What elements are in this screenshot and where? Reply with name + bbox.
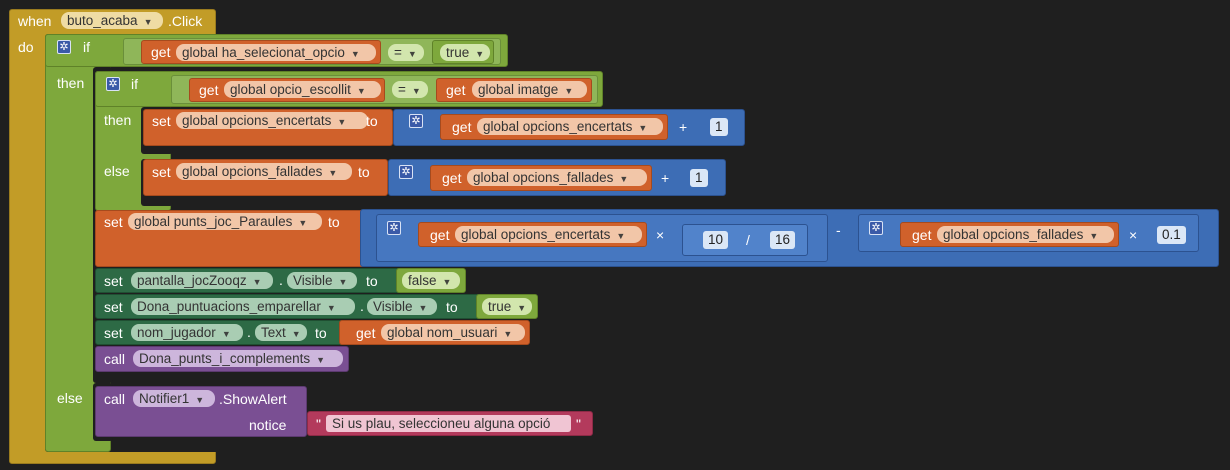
var-dropdown-get-encertats[interactable]: global opcions_encertats▼ xyxy=(455,226,642,243)
var-dropdown-get-encertats[interactable]: global opcions_encertats▼ xyxy=(477,118,663,135)
mutator-gear-icon[interactable]: ✲ xyxy=(869,221,883,235)
call-label: call xyxy=(104,351,126,367)
number-input-1[interactable]: 1 xyxy=(690,169,708,187)
operator-dropdown-eq[interactable]: =▼ xyxy=(392,81,428,98)
property-dropdown-visible[interactable]: Visible▼ xyxy=(367,298,437,315)
divide-operator: / xyxy=(746,232,750,248)
method-label: .ShowAlert xyxy=(219,391,287,407)
quote-close: " xyxy=(576,416,581,432)
to-label: to xyxy=(358,164,370,180)
component-dropdown-dona-puntuacions[interactable]: Dona_puntuacions_emparellar▼ xyxy=(131,298,355,315)
component-dropdown-pantalla[interactable]: pantalla_jocZooqz▼ xyxy=(131,272,273,289)
number-input-1[interactable]: 1 xyxy=(710,118,728,136)
if-label-outer: if xyxy=(83,39,90,55)
set-label: set xyxy=(152,164,171,180)
mutator-gear-icon[interactable]: ✲ xyxy=(409,114,423,128)
multiply-operator: × xyxy=(1129,227,1138,243)
get-label: get xyxy=(446,82,466,98)
get-label: get xyxy=(452,119,472,135)
boolean-dropdown-true[interactable]: true▼ xyxy=(440,44,490,61)
var-dropdown-punts-joc-paraules[interactable]: global punts_joc_Paraules▼ xyxy=(128,213,322,230)
var-dropdown-imatge[interactable]: global imatge▼ xyxy=(472,81,587,98)
component-dropdown-nom-jugador[interactable]: nom_jugador▼ xyxy=(131,324,243,341)
get-label: get xyxy=(199,82,219,98)
else-label-outer: else xyxy=(57,390,83,406)
get-label: get xyxy=(430,227,450,243)
operator-dropdown-eq[interactable]: =▼ xyxy=(388,44,424,61)
var-dropdown-nom-usuari[interactable]: global nom_usuari▼ xyxy=(381,324,525,341)
get-label: get xyxy=(356,325,376,341)
var-dropdown-opcio-escollit[interactable]: global opcio_escollit▼ xyxy=(224,81,381,98)
var-dropdown-opcions-encertats[interactable]: global opcions_encertats▼ xyxy=(176,112,368,129)
text-input-alert[interactable]: Si us plau, seleccioneu alguna opció xyxy=(326,415,571,432)
dot-separator: . xyxy=(360,298,364,314)
to-label: to xyxy=(315,325,327,341)
do-label: do xyxy=(18,39,34,55)
set-label: set xyxy=(104,299,123,315)
boolean-dropdown-true[interactable]: true▼ xyxy=(482,298,532,315)
var-dropdown-get-fallades[interactable]: global opcions_fallades▼ xyxy=(467,169,647,186)
call-label: call xyxy=(104,391,126,407)
number-input-10[interactable]: 10 xyxy=(703,231,729,249)
set-label: set xyxy=(104,325,123,341)
mutator-gear-icon[interactable]: ✲ xyxy=(57,40,71,54)
to-label: to xyxy=(366,113,378,129)
var-dropdown-opcions-fallades[interactable]: global opcions_fallades▼ xyxy=(176,163,352,180)
multiply-operator: × xyxy=(656,227,665,243)
number-input-16[interactable]: 16 xyxy=(770,231,796,249)
get-label: get xyxy=(912,227,932,243)
boolean-dropdown-false[interactable]: false▼ xyxy=(402,272,460,289)
plus-operator: + xyxy=(679,119,688,135)
get-label: get xyxy=(442,170,462,186)
to-label: to xyxy=(446,299,458,315)
else-label-inner: else xyxy=(104,163,130,179)
var-dropdown-get-fallades[interactable]: global opcions_fallades▼ xyxy=(937,226,1114,243)
to-label: to xyxy=(366,273,378,289)
to-label: to xyxy=(328,214,340,230)
mutator-gear-icon[interactable]: ✲ xyxy=(399,165,413,179)
property-dropdown-visible[interactable]: Visible▼ xyxy=(287,272,357,289)
if-label-inner: if xyxy=(131,76,138,92)
plus-operator: + xyxy=(661,170,670,186)
then-label-outer: then xyxy=(57,75,85,91)
component-dropdown-notifier1[interactable]: Notifier1▼ xyxy=(133,390,215,407)
mutator-gear-icon[interactable]: ✲ xyxy=(387,221,401,235)
get-label: get xyxy=(151,44,171,60)
set-label: set xyxy=(152,113,171,129)
minus-operator: - xyxy=(836,222,841,238)
dot-separator: . xyxy=(279,272,283,288)
event-name-label: .Click xyxy=(168,13,203,29)
then-label-inner: then xyxy=(104,112,132,128)
quote-open: " xyxy=(316,416,321,432)
property-dropdown-text[interactable]: Text▼ xyxy=(255,324,307,341)
number-input-0-1[interactable]: 0.1 xyxy=(1157,226,1186,244)
component-dropdown-buto-acaba[interactable]: buto_acaba▼ xyxy=(61,12,163,29)
var-dropdown-ha-selecionat[interactable]: global ha_selecionat_opcio▼ xyxy=(176,44,376,61)
dot-separator: . xyxy=(247,324,251,340)
notice-param-label: notice xyxy=(249,417,287,433)
when-label: when xyxy=(18,13,52,29)
set-label: set xyxy=(104,273,123,289)
procedure-dropdown-dona-punts[interactable]: Dona_punts_i_complements▼ xyxy=(133,350,343,367)
set-label: set xyxy=(104,214,123,230)
mutator-gear-icon-inner[interactable]: ✲ xyxy=(106,77,120,91)
